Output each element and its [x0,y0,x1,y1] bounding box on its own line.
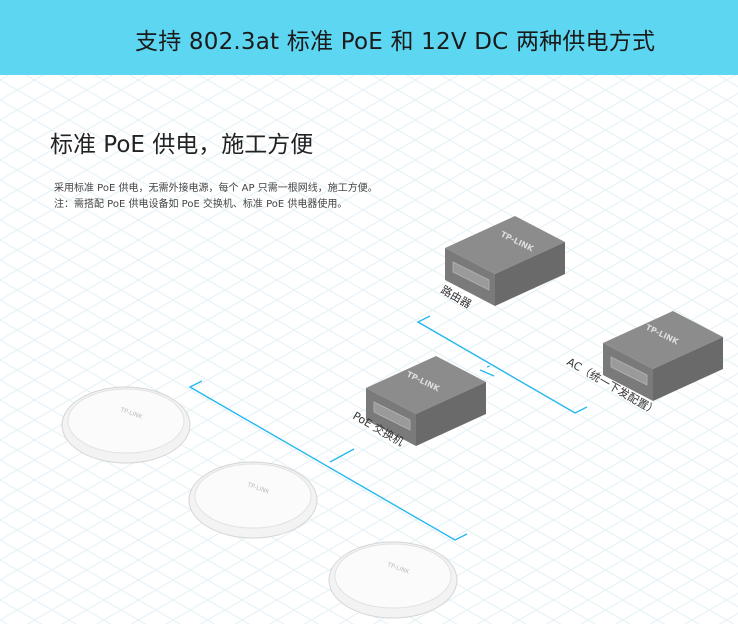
ac-controller-device: TP-LINK [602,310,724,402]
header-banner: 支持 802.3at 标准 PoE 和 12V DC 两种供电方式 [0,0,738,75]
description-note: 注：需搭配 PoE 供电设备如 PoE 交换机、标准 PoE 供电器使用。 [54,199,348,210]
ethernet-cables [188,315,588,541]
access-point-1: TP-LINK [61,386,191,464]
banner-title: 支持 802.3at 标准 PoE 和 12V DC 两种供电方式 [135,29,656,55]
section-heading: 标准 PoE 供电，施工方便 [50,132,314,158]
poe-switch-device: TP-LINK [365,355,487,447]
network-diagram: TP-LINK 路由器 TP-LINK AC（统一下发配置） TP-LINK P… [0,75,738,624]
access-point-3: TP-LINK [328,541,458,619]
access-point-2: TP-LINK [188,461,318,539]
router-device: TP-LINK [444,215,566,307]
description-line: 采用标准 PoE 供电，无需外接电源，每个 AP 只需一根网线，施工方便。 [54,183,378,194]
section-description: 采用标准 PoE 供电，无需外接电源，每个 AP 只需一根网线，施工方便。 注：… [54,181,378,213]
